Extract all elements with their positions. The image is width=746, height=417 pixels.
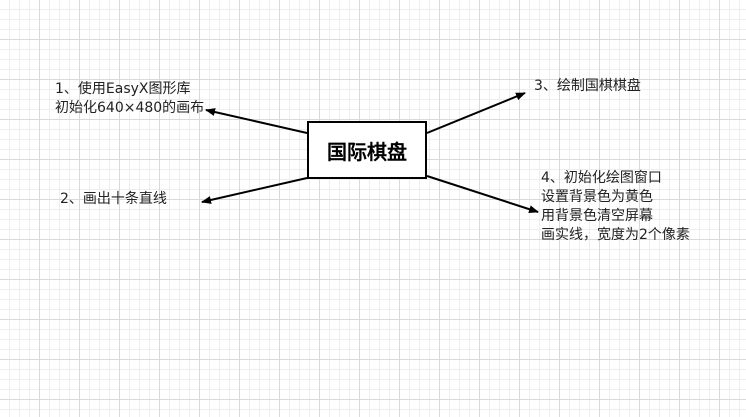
- arrow-to-step3: [426, 92, 526, 134]
- step4-line3: 用背景色清空屏幕: [541, 208, 653, 224]
- center-node-label: 国际棋盘: [327, 139, 407, 164]
- step3-line1: 3、绘制国棋棋盘: [534, 78, 641, 94]
- step4-line4: 画实线，宽度为2个像素: [541, 227, 690, 243]
- step1-node: 1、使用EasyX图形库 初始化640×480的画布: [55, 80, 204, 118]
- step3-node: 3、绘制国棋棋盘: [534, 77, 641, 96]
- arrow-to-step2: [201, 177, 308, 204]
- step4-line2: 设置背景色为黄色: [541, 189, 653, 205]
- step2-line1: 2、画出十条直线: [60, 191, 167, 207]
- center-node: 国际棋盘: [307, 121, 427, 179]
- step1-line2: 初始化640×480的画布: [55, 100, 205, 116]
- step1-line1: 1、使用EasyX图形库: [55, 81, 191, 97]
- step2-node: 2、画出十条直线: [60, 190, 167, 209]
- step4-line1: 4、初始化绘图窗口: [541, 170, 662, 186]
- step4-node: 4、初始化绘图窗口 设置背景色为黄色 用背景色清空屏幕 画实线，宽度为2个像素: [541, 169, 690, 245]
- arrow-to-step4: [426, 175, 539, 214]
- arrow-to-step1: [205, 108, 308, 134]
